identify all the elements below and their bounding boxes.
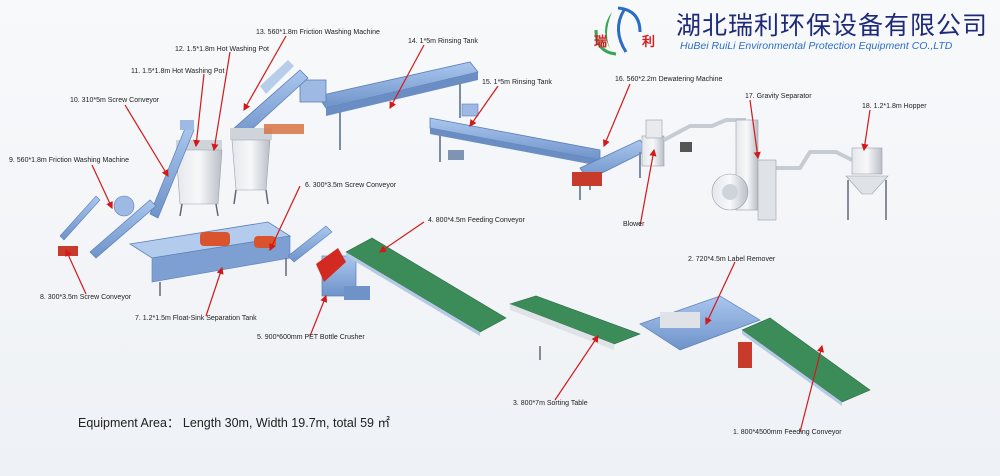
pet-bottle-crusher-5: [316, 248, 370, 300]
label-16-dewatering-machine: 16. 560*2.2m Dewatering Machine: [615, 76, 723, 83]
label-14-rinsing-tank: 14. 1*5m Rinsing Tank: [408, 38, 478, 45]
label-17-gravity-separator: 17. Gravity Separator: [745, 93, 812, 100]
logo-char-left: 瑞: [594, 34, 607, 50]
label-8-screw-conveyor: 8. 300*3.5m Screw Conveyor: [40, 294, 132, 301]
sorting-table-3: [509, 295, 641, 360]
feeding-conveyor-1: [741, 317, 871, 406]
hot-washing-pot-12: [230, 124, 304, 205]
label-3-sorting-table: 3. 800*7m Sorting Table: [513, 400, 588, 407]
label-5-bottle-crusher: 5. 900*600mm PET Bottle Crusher: [257, 334, 365, 341]
company-name-en: HuBei RuiLi Environmental Protection Equ…: [680, 40, 953, 52]
callout-arrows: [65, 35, 871, 433]
label-4-feeding-conveyor: 4. 800*4.5m Feeding Conveyor: [428, 217, 525, 224]
label-10-screw-conveyor: 10. 310*5m Screw Conveyor: [70, 97, 160, 104]
logo-char-right: 利: [642, 34, 655, 50]
hopper-18: [845, 147, 889, 220]
float-sink-tank-7: [128, 221, 292, 296]
label-2-label-remover: 2. 720*4.5m Label Remover: [688, 256, 776, 263]
screw-conveyor-8: [59, 195, 101, 241]
label-15-rinsing-tank: 15. 1*5m Rinsing Tank: [482, 79, 552, 86]
feeding-conveyor-4: [345, 237, 507, 336]
rinsing-tank-14: [299, 61, 479, 150]
label-9-friction-washer: 9. 560*1.8m Friction Washing Machine: [9, 157, 129, 164]
screw-conveyor-10: [149, 120, 195, 219]
company-name-cn: 湖北瑞利环保设备有限公司: [676, 11, 989, 40]
company-logo: [594, 6, 642, 56]
gravity-separator-17: [711, 119, 777, 221]
air-pipeline: [663, 118, 853, 170]
label-7-float-sink-tank: 7. 1.2*1.5m Float-Sink Separation Tank: [135, 315, 257, 322]
blower: [641, 119, 692, 167]
label-11-hot-washing-pot: 11. 1.5*1.8m Hot Washing Pot: [131, 68, 225, 75]
label-18-hopper: 18. 1.2*1.8m Hopper: [862, 103, 927, 110]
label-6-screw-conveyor: 6. 300*3.5m Screw Conveyor: [305, 182, 397, 189]
label-1-feeding-conveyor: 1. 800*4500mm Feeding Conveyor: [733, 429, 842, 436]
screw-conveyor-6: [287, 225, 333, 263]
dewatering-machine-16: [572, 139, 649, 200]
label-12-hot-washing-pot: 12. 1.5*1.8m Hot Washing Pot: [175, 46, 269, 53]
label-blower: Blower: [623, 221, 645, 228]
label-remover-2: [639, 295, 761, 368]
label-13-friction-washer: 13. 560*1.8m Friction Washing Machine: [256, 29, 380, 36]
equipment-area-note: Equipment Area： Length 30m, Width 19.7m,…: [78, 416, 390, 430]
